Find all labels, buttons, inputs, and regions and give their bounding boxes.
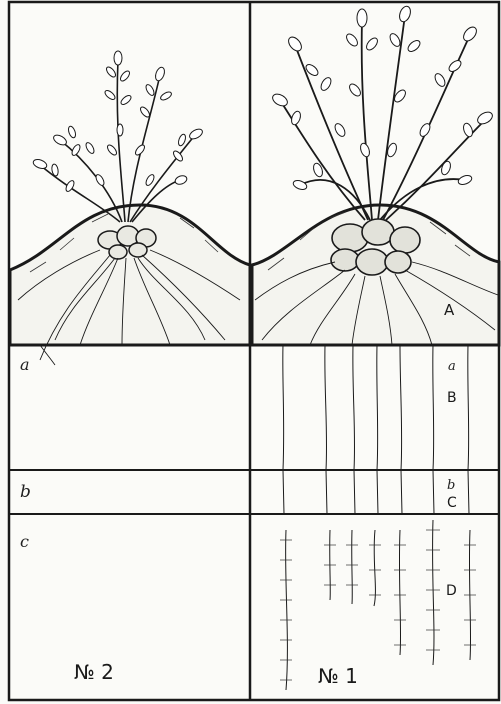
layer-label-a-left: a bbox=[20, 355, 30, 374]
zone-label-C: C bbox=[447, 495, 457, 511]
zone-label-B: B bbox=[447, 390, 457, 406]
zone-label-D: D bbox=[446, 583, 457, 599]
stems-right bbox=[280, 15, 485, 220]
zone-label-A: A bbox=[444, 301, 455, 319]
panel-caption-right: № 1 bbox=[318, 664, 358, 688]
deep-roots-right bbox=[283, 345, 469, 514]
frame bbox=[9, 2, 499, 700]
layer-label-b-right: b bbox=[447, 478, 455, 493]
soil-mounds bbox=[10, 205, 499, 345]
layer-label-c-left: c bbox=[20, 532, 29, 551]
fibrous-root-hairs bbox=[280, 530, 476, 680]
panel-caption-left: № 2 bbox=[74, 660, 114, 684]
layer-label-a-right: a bbox=[448, 359, 456, 374]
leaves-right bbox=[271, 5, 495, 191]
layer-label-b-left: b bbox=[20, 482, 31, 502]
fibrous-roots-right bbox=[286, 520, 471, 690]
